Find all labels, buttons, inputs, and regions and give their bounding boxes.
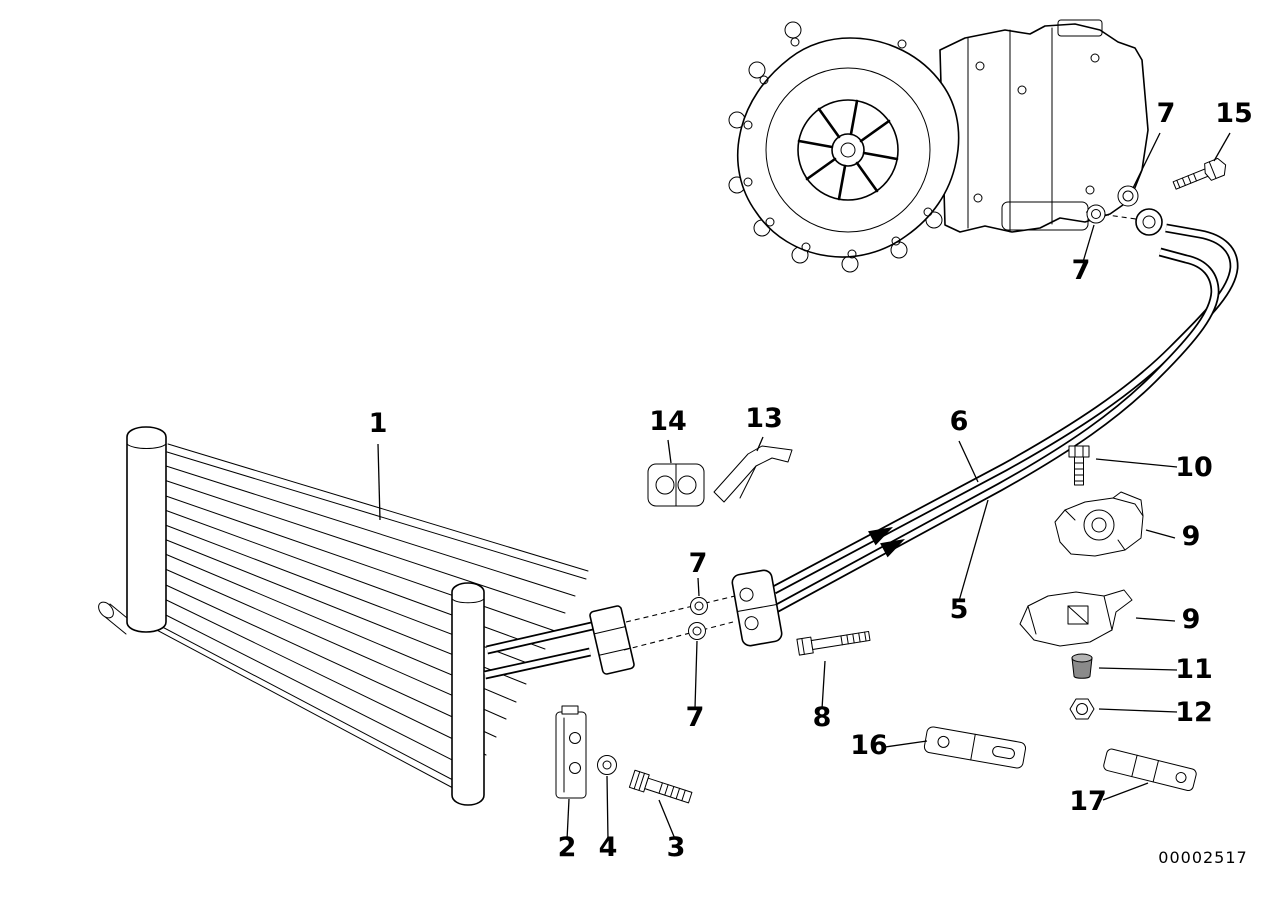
nut-12 [1069,698,1095,720]
pipe-clamp-14 [647,463,705,507]
cooler-fins [150,443,589,797]
flow-arrow-lower [880,539,905,558]
gearbox-body [939,23,1149,233]
callout-7-b[interactable]: 7 [1072,255,1091,286]
cooler-left-tank [126,426,167,633]
callout-7-c[interactable]: 7 [689,548,708,579]
bolt-8 [796,630,871,656]
callout-10[interactable]: 10 [1175,452,1213,483]
o-ring-lower-left [688,622,706,640]
flow-arrow-upper [868,527,893,546]
bracket-16 [923,726,1027,769]
washer-4 [597,755,617,775]
leader-lines [377,132,1231,841]
callout-8[interactable]: 8 [813,702,832,733]
callout-3[interactable]: 3 [667,832,686,863]
cooler-left-tank-cap [126,443,167,449]
oil-cooler [98,426,589,806]
bracket-17 [1103,748,1197,792]
transmission-housing [728,19,1149,273]
callout-15[interactable]: 15 [1215,98,1253,129]
o-ring-transmission-lower [1086,204,1106,224]
pipe-connector-block [731,569,783,647]
cooler-pipe-flange [589,605,635,675]
callout-12[interactable]: 12 [1175,697,1213,728]
bolt-3 [628,769,693,804]
gearbox-detail [967,19,1149,233]
pipe-holder-9-lower [1019,589,1133,647]
callouts: 1 14 13 7 15 7 6 10 9 9 5 11 12 7 7 8 16… [369,98,1253,863]
callout-9-b[interactable]: 9 [1182,604,1201,635]
bracket-2 [555,705,587,799]
cooler-right-tank-cap [451,598,485,604]
oil-pipe-upper [771,223,1239,594]
callout-2[interactable]: 2 [558,832,577,863]
bolt-10 [1068,445,1090,486]
callout-13[interactable]: 13 [745,403,783,434]
bell-housing-bolt-holes [743,37,933,259]
callout-9-a[interactable]: 9 [1182,521,1201,552]
bolt-15 [1172,157,1227,190]
callout-11[interactable]: 11 [1175,654,1213,685]
transmission-pipe-fitting [1135,208,1163,236]
callout-5[interactable]: 5 [950,594,969,625]
cooler-right-tank [451,582,485,806]
callout-4[interactable]: 4 [599,832,618,863]
oil-pipe-lower [767,247,1220,616]
torque-converter [765,67,931,233]
callout-6[interactable]: 6 [950,406,969,437]
callout-16[interactable]: 16 [850,730,888,761]
pipe-holder-9-upper [1054,491,1144,557]
callout-17[interactable]: 17 [1069,786,1107,817]
o-ring-upper-left [690,597,708,615]
drawing-number: 00002517 [1158,848,1247,867]
rubber-strap-13 [713,445,793,503]
callout-14[interactable]: 14 [649,406,687,437]
callout-7-d[interactable]: 7 [686,702,705,733]
callout-1[interactable]: 1 [369,408,388,439]
oil-pipes [484,208,1239,680]
cap-11 [1071,653,1093,679]
bell-housing [736,37,960,258]
o-ring-transmission-upper [1117,185,1139,207]
callout-7-a[interactable]: 7 [1157,98,1176,129]
